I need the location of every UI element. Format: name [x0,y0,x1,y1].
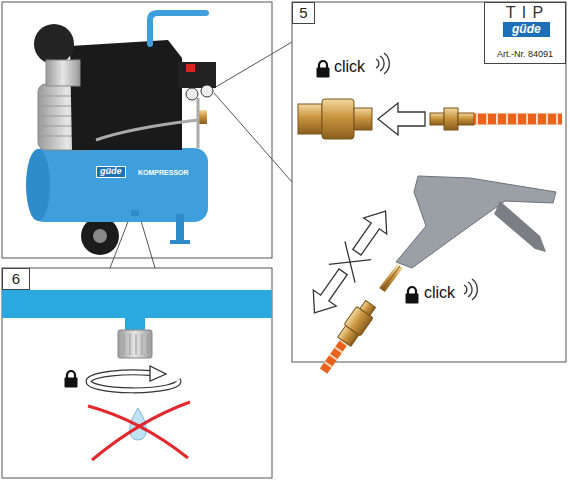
pressure-switch [178,62,216,88]
coupler-end [360,301,376,316]
lock-icon [317,61,330,78]
tank-section [2,290,272,318]
blow-gun [396,176,556,268]
sound-waves [376,53,389,74]
plug-tip [430,113,444,125]
hose-coil [476,114,562,125]
tank-foot [176,214,184,242]
article-number: Art.-Nr. 84091 [497,50,553,60]
wheel-hub [93,229,107,243]
knurling [124,334,148,355]
panel-number: 6 [2,268,30,290]
motor-housing [70,40,182,150]
insert-arrow [378,103,425,135]
turn-arrowhead [150,366,166,381]
gun-plug [382,266,400,290]
insert-arrow [345,203,397,260]
panel-frame [2,2,272,258]
gauge [201,85,213,97]
handle [150,13,206,44]
coupler-sleeve [322,99,354,139]
callout-number: 6 [12,271,20,288]
lock-icon [406,287,419,304]
callout-number: 5 [299,5,307,22]
drain-step [2,290,272,460]
coupler-nut [298,104,322,134]
click-text: click [424,284,455,302]
compressor [26,13,216,255]
spiral-hose [324,340,346,371]
zoom-line [139,214,155,268]
pipe [96,120,198,140]
drain-neck [125,318,145,330]
tank-cap [26,149,50,221]
coupler-end [354,108,372,130]
gun-plug-edge [382,266,400,290]
plug-barb [458,113,474,125]
click-text: click [334,58,365,76]
tank [30,148,208,222]
zoom-line [214,93,292,182]
gauge [186,88,198,100]
insert-arrows [301,202,398,322]
drain-valve [118,330,152,358]
panel-frame [292,2,566,362]
trigger [494,201,546,252]
pipe [197,98,200,148]
cross-line [329,241,371,282]
drain-neck [131,210,139,216]
insert-arrow [303,264,355,321]
cross-line [329,241,371,282]
zoom-line [214,42,292,88]
tank-foot [170,240,190,244]
brand-logo: güde [96,166,126,178]
panel-frame [2,268,272,478]
wheel [81,217,119,255]
tip-heading: T I P [506,4,545,22]
plug-hex [444,108,458,130]
cross-mark [92,402,190,460]
switch-knob [186,64,195,72]
product-name: KOMPRESSOR [138,169,189,177]
coupling-step [298,53,562,139]
cylinder-head [46,60,80,86]
spiral-hose [474,114,562,125]
fan-cover [34,24,74,64]
sound-waves [464,279,477,300]
lock-icon [65,371,78,388]
brand-logo: güde [503,22,550,37]
blow-gun-step [301,176,556,377]
hose-coil [324,342,345,371]
panel-number: 5 [292,2,315,24]
